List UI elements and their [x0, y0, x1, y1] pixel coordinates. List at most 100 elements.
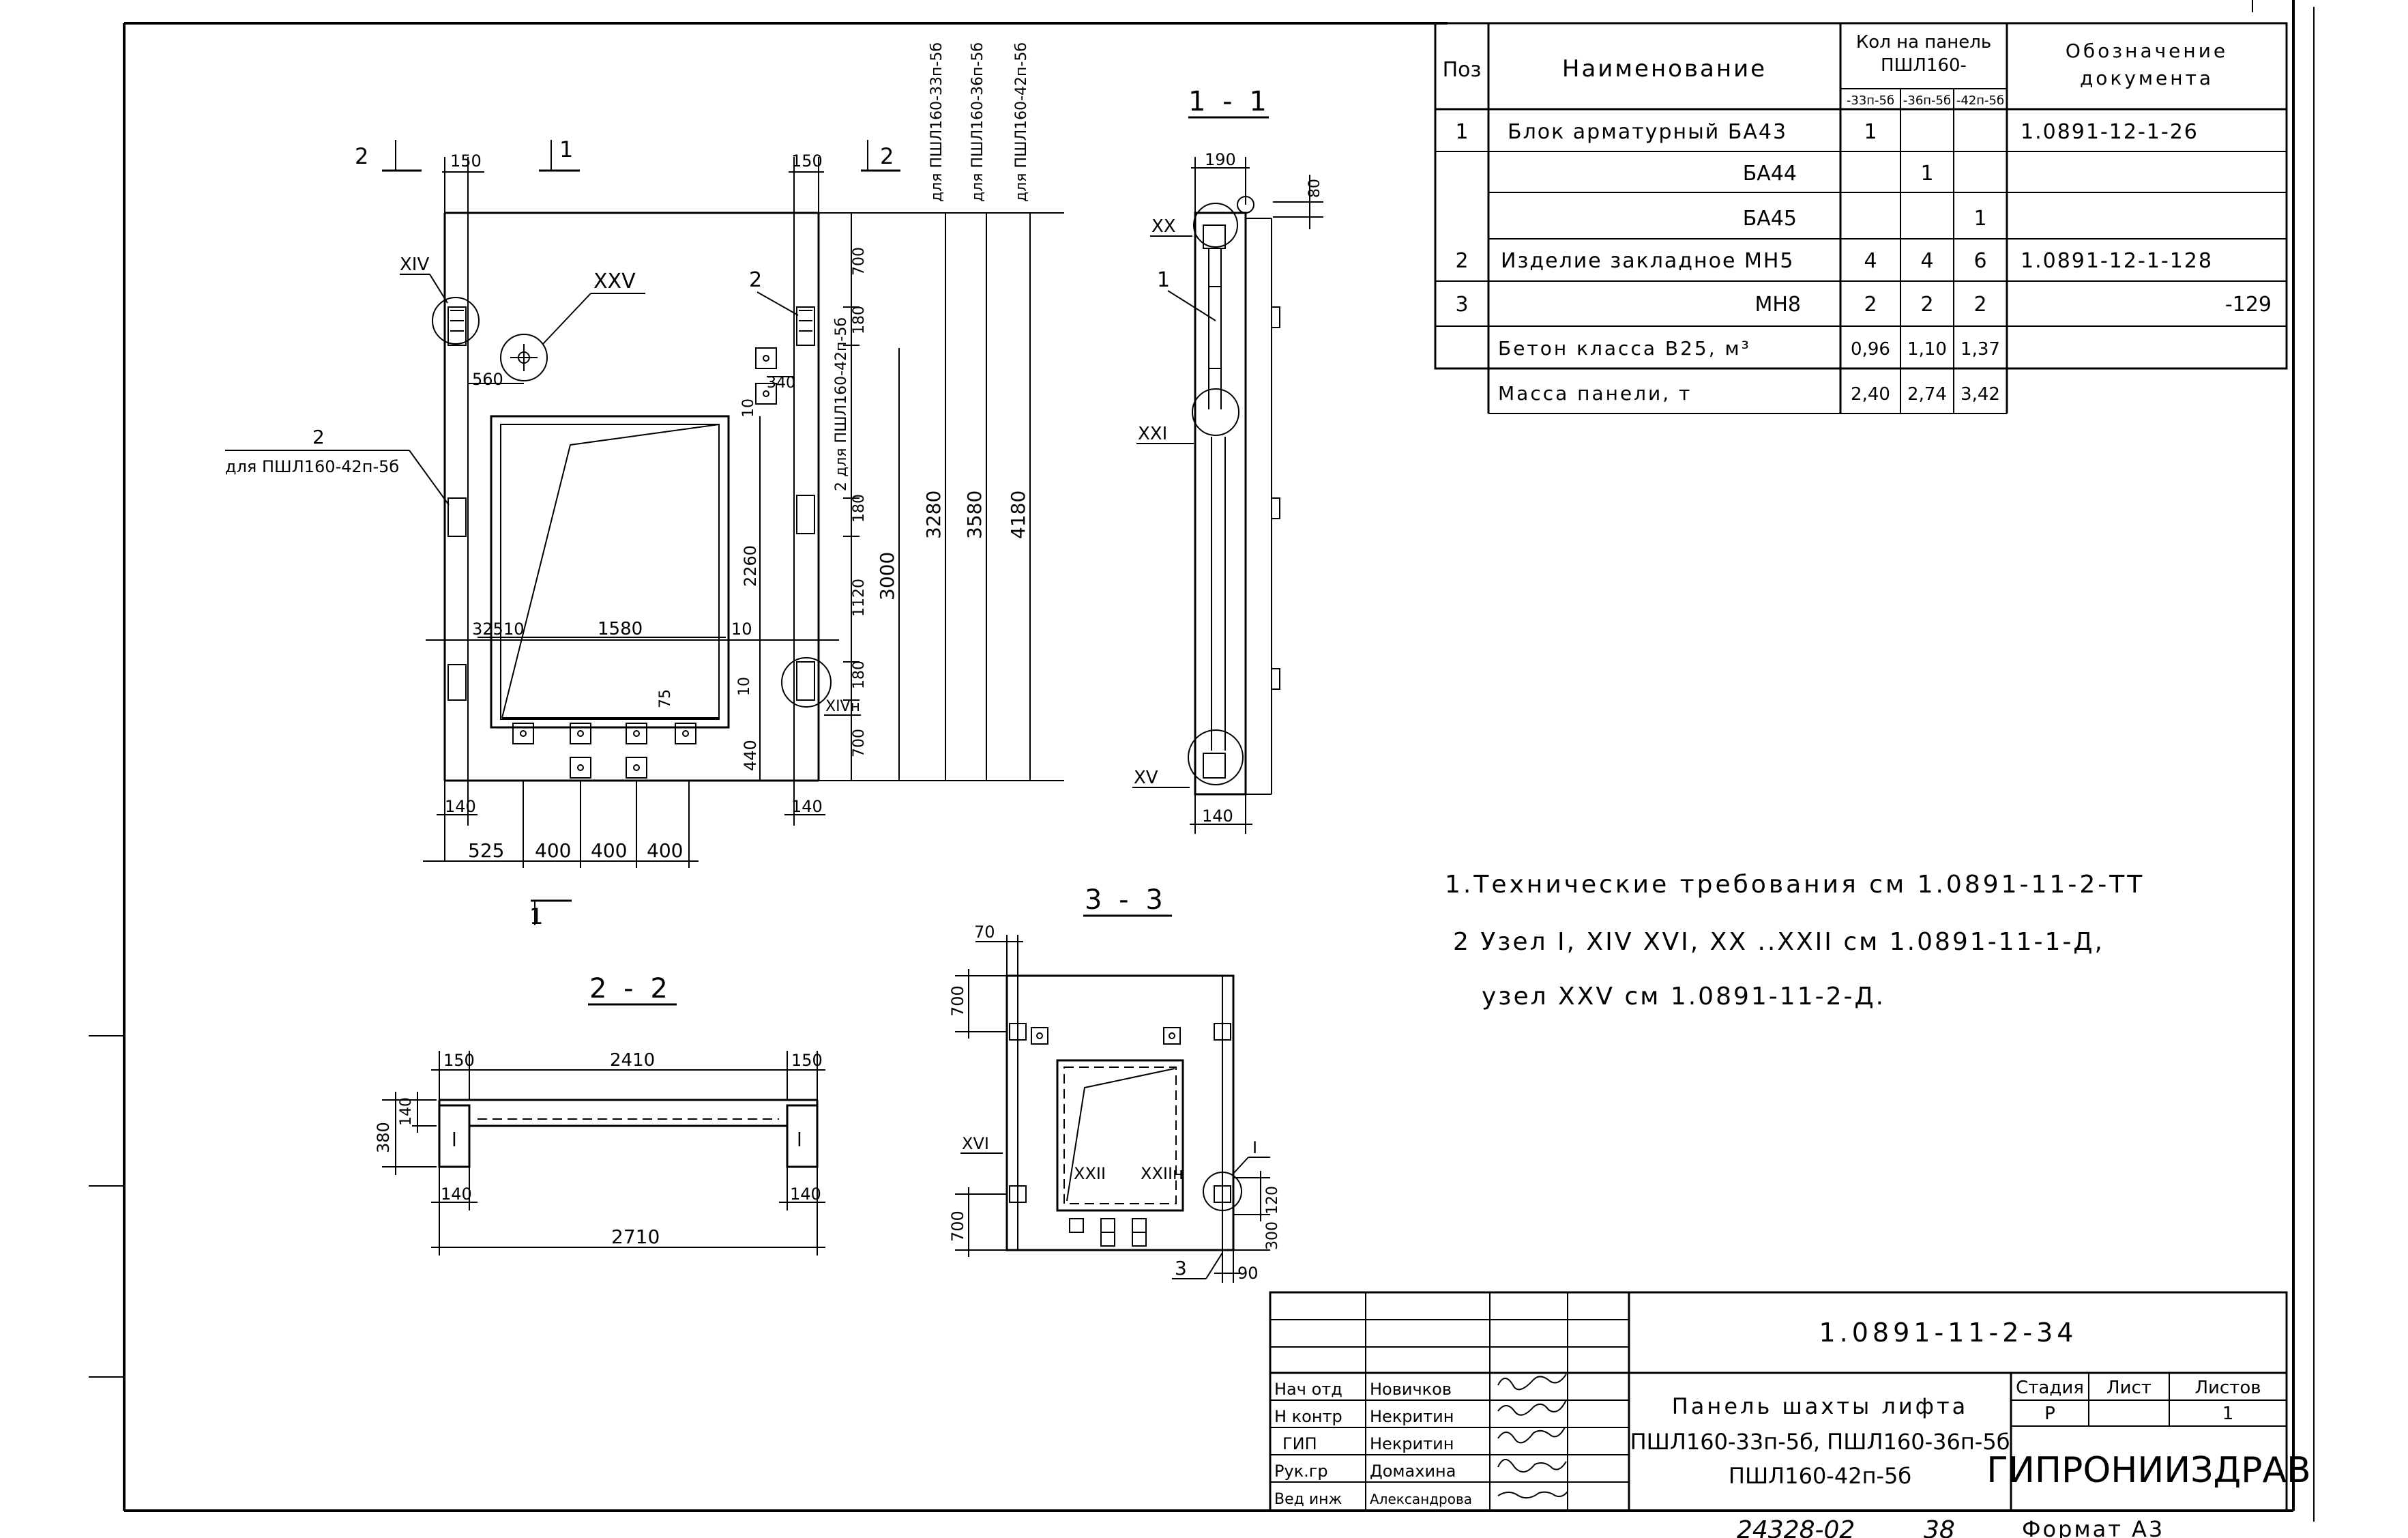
dim-v-3000: 3000: [876, 552, 898, 600]
dim-140-22-right: 140: [790, 1185, 821, 1204]
dim-300: 300: [1264, 1221, 1281, 1250]
row-qty: 2: [1920, 293, 1933, 317]
row-qty: 4: [1864, 249, 1877, 273]
row-name: Бетон класса В25, м³: [1498, 337, 1751, 360]
row-qty: 1: [1864, 120, 1877, 144]
row-doc: 1.0891-12-1-128: [2021, 249, 2213, 273]
row-qty: 6: [1973, 249, 1986, 273]
node-circle-xv: [1188, 729, 1244, 785]
dim-120: 120: [1264, 1186, 1281, 1215]
row-qty: 0,96: [1851, 339, 1890, 360]
variant-header: -36п-5б: [1903, 93, 1951, 108]
table-row: БА44 1: [1743, 162, 1934, 186]
row-qty: 2,40: [1851, 384, 1890, 405]
node-circle-xiv: [432, 297, 480, 345]
section-22-mark-right: l: [797, 1129, 802, 1151]
stage-header: Стадия: [2016, 1378, 2084, 1398]
specification-table: Поз Наименование Кол на панель ПШЛ160- О…: [1434, 22, 2288, 414]
row-name: Масса панели, т: [1498, 382, 1692, 405]
note-2a: 2 Узел I, XIV XVI, XX ..XXII см 1.0891-1…: [1453, 928, 2104, 956]
col-qty-header: Кол на панель: [1856, 32, 1991, 53]
row-name: Изделие закладное МН5: [1501, 249, 1795, 273]
variant-header: -42п-5б: [1956, 93, 2004, 108]
dim-2710: 2710: [611, 1225, 660, 1248]
dim-v-700-bottom: 700: [851, 729, 868, 757]
callout-2-vertical: 2 для ПШЛ160-42п-5б: [833, 317, 850, 491]
document-code: 1.0891-11-2-34: [1819, 1318, 2078, 1348]
cut-mark-2-left: 2: [355, 143, 368, 169]
dim-2410: 2410: [610, 1050, 655, 1071]
page-number: 38: [1924, 1516, 1955, 1538]
row-qty: 2,74: [1907, 384, 1947, 405]
dim-v-3580: 3580: [963, 491, 986, 539]
section-title-3-3: 3 - 3: [1085, 884, 1167, 916]
table-row: Масса панели, т 2,40 2,74 3,42: [1498, 382, 2000, 405]
dim-10-c: 10: [740, 398, 757, 418]
note-2b: узел XXV см 1.0891-11-2-Д.: [1482, 983, 1885, 1011]
role-label: Нач отд: [1274, 1380, 1342, 1399]
node-label-xiv: XIV: [400, 255, 429, 275]
callout-1: 1: [1157, 268, 1170, 292]
row-doc: -129: [2225, 293, 2272, 317]
callout-2-left: 2: [312, 426, 325, 448]
paper-format: Формат А3: [2022, 1516, 2164, 1538]
callout-2-right: 2: [749, 268, 762, 292]
row-doc: 1.0891-12-1-26: [2021, 120, 2199, 144]
row-qty: 2: [1973, 293, 1986, 317]
dim-140-left: 140: [445, 797, 476, 816]
dim-560: 560: [472, 370, 503, 389]
role-name: Александрова: [1370, 1491, 1472, 1507]
col-qty-subheader: ПШЛ160-: [1881, 55, 1967, 76]
sheet-header: Лист: [2106, 1378, 2152, 1398]
table-row: 3 МН8 2 2 2 -129: [1455, 293, 2272, 317]
dim-140-section-11: 140: [1202, 807, 1233, 826]
node-label-xxv: XXV: [593, 270, 636, 293]
row-qty: 2: [1864, 293, 1877, 317]
dim-525: 525: [468, 839, 504, 862]
dim-v-3280: 3280: [922, 491, 945, 539]
dim-10-d: 10: [736, 677, 753, 696]
sheet-footer: 24328-02 38 Формат А3: [1737, 1516, 2164, 1538]
dim-v-440: 440: [741, 740, 760, 771]
node-circle-xx: [1193, 203, 1238, 248]
table-row: 1 Блок арматурный БА43 1 1.0891-12-1-26: [1455, 120, 2199, 144]
anchor-plates: [447, 306, 815, 779]
archive-number: 24328-02: [1737, 1516, 1855, 1538]
drawing-title: Панель шахты лифта: [1672, 1393, 1969, 1419]
dim-400-a: 400: [535, 839, 571, 862]
note-1: 1.Технические требования см 1.0891-11-2-…: [1445, 871, 2145, 899]
row-qty: 3,42: [1961, 384, 2000, 405]
section-3-3: 3 - 3 XVI XXII XXIIн I 3 70: [948, 884, 1281, 1283]
title-block: 1.0891-11-2-34 Панель шахты лифта ПШЛ160…: [1269, 1291, 2311, 1512]
dim-v-180-c: 180: [851, 661, 868, 689]
dim-80: 80: [1306, 179, 1323, 198]
row-qty: 1,37: [1961, 339, 2000, 360]
role-name: Новичков: [1370, 1380, 1452, 1399]
node-label-xivn: XIVн: [825, 698, 860, 715]
sheets-header: Листов: [2194, 1378, 2261, 1398]
cut-mark-1-bottom: 1: [529, 903, 543, 929]
node-label-xxi: XXI: [1138, 424, 1167, 444]
stage-value: Р: [2044, 1404, 2055, 1424]
row-name: БА45: [1743, 207, 1797, 231]
dim-150-right: 150: [791, 151, 823, 171]
node-label-i: I: [1252, 1138, 1257, 1157]
col-name-header: Наименование: [1562, 55, 1767, 83]
cut-mark-1-top: 1: [559, 136, 573, 162]
col-doc-header-2: документа: [2080, 67, 2214, 89]
dim-150-22-right: 150: [791, 1051, 823, 1070]
section-1-1: 1 - 1 XX 1 XXI XV 190 80: [1132, 86, 1323, 834]
node-circle-xxi: [1192, 388, 1239, 436]
dim-140-22-left: 140: [441, 1185, 472, 1204]
drawing-title-line3: ПШЛ160-42п-5б: [1729, 1463, 1911, 1489]
panel-elevation: 2 1 2 1 XIV XXV XIVн 2 для ПШЛ160-42п-5б…: [225, 42, 1064, 929]
role-label: Рук.гр: [1274, 1462, 1328, 1481]
node-label-xxiin: XXIIн: [1141, 1164, 1184, 1183]
dim-v-1120: 1120: [851, 579, 868, 617]
callout-3: 3: [1175, 1257, 1187, 1279]
node-circle-xxv: [500, 334, 548, 381]
section-22-mark-left: l: [452, 1129, 457, 1151]
signatures: [1497, 1374, 1568, 1499]
node-label-xx: XX: [1151, 216, 1176, 237]
